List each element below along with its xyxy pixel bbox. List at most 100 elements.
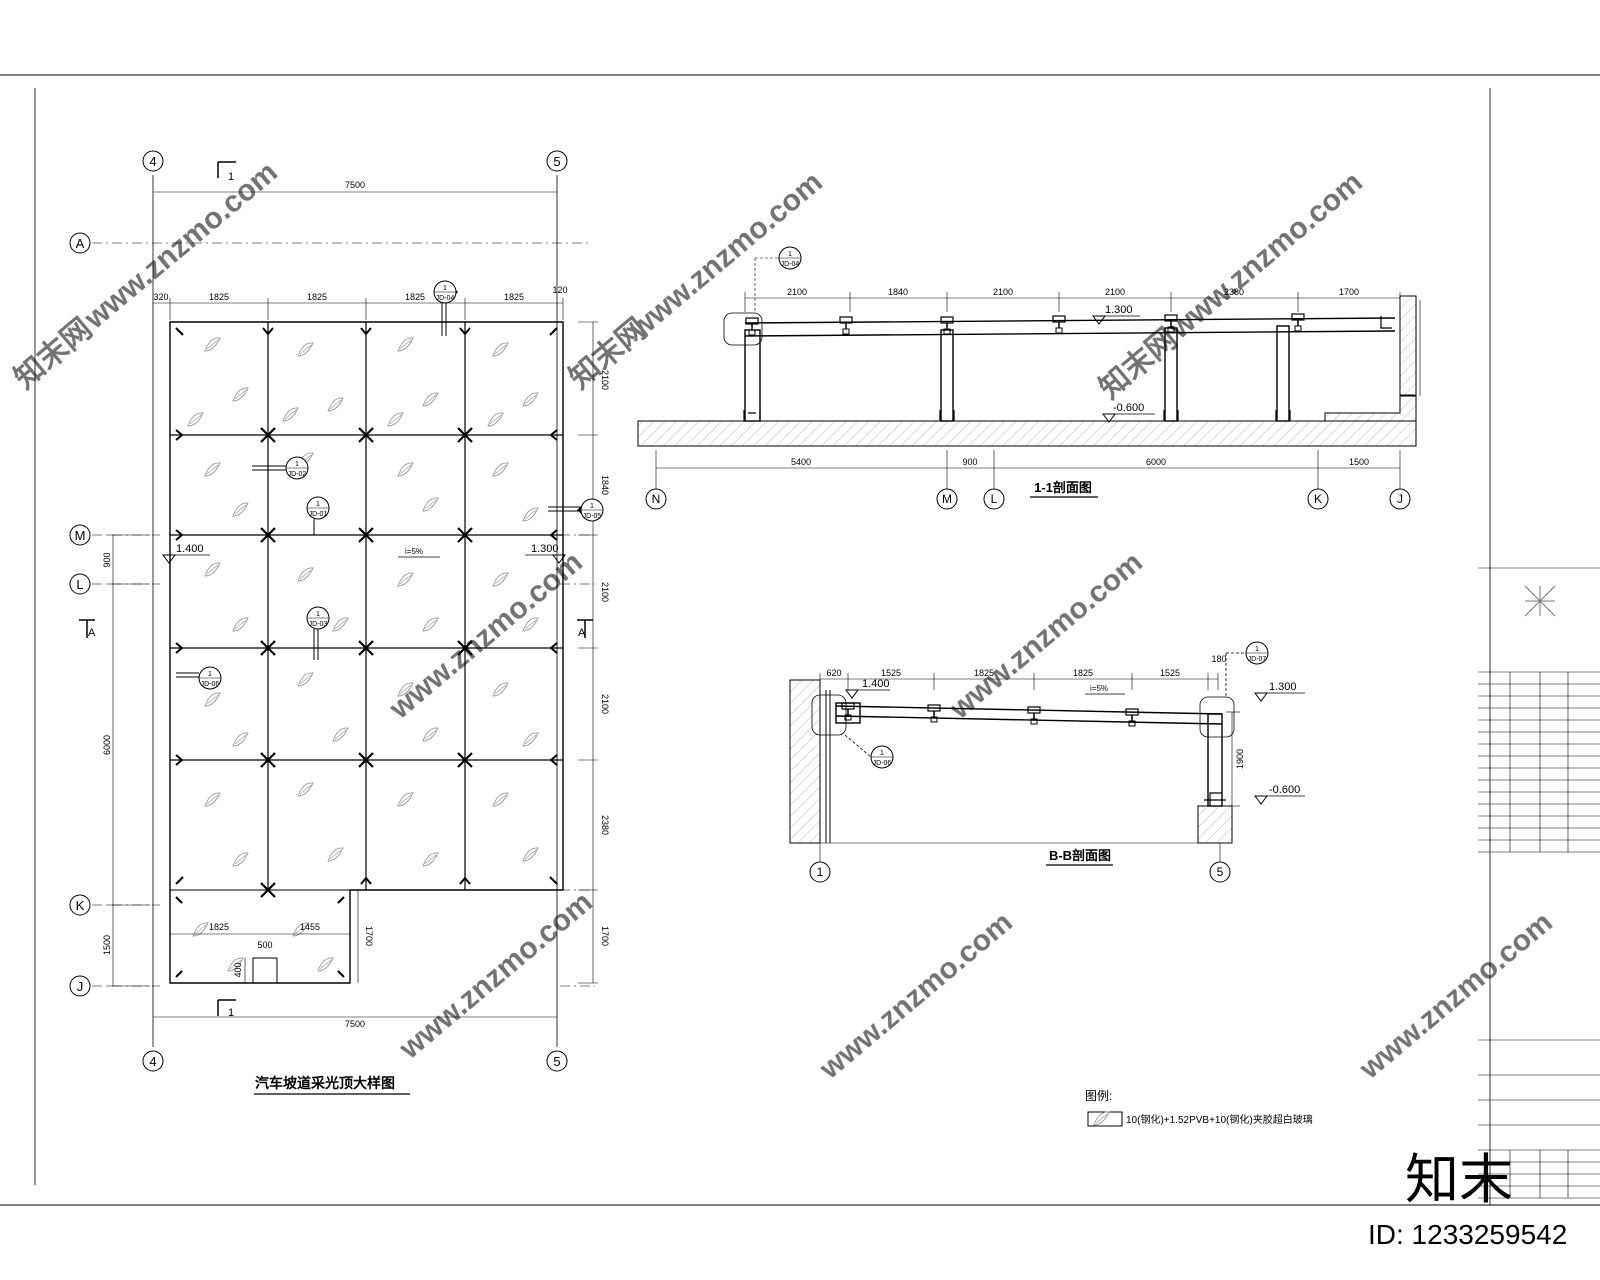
sbb-detail-tags: 1 JD-07 1 JD-06 bbox=[844, 641, 1269, 769]
dim-bottom-1825: 1825 bbox=[209, 922, 229, 932]
s11-axis-J: J bbox=[1397, 492, 1403, 506]
plan-view: 7500 320 1825 1825 1825 1825 120 2100 18… bbox=[69, 150, 610, 1095]
s11-axis-K: K bbox=[1314, 492, 1322, 506]
axis-A: A bbox=[76, 236, 85, 251]
sbb-axis-bubbles: 1 5 bbox=[809, 861, 1231, 883]
s11-dim-top-1840: 1840 bbox=[888, 287, 908, 297]
sbb-axis-5: 5 bbox=[1217, 865, 1224, 879]
sbb-tag-06-num: 1 bbox=[880, 750, 884, 757]
plan-levels: 1.400 1.300 i=5% bbox=[162, 543, 566, 564]
plan-dim-labels: 7500 320 1825 1825 1825 1825 120 2100 18… bbox=[102, 180, 610, 1029]
tag-04-ref: JD-04 bbox=[436, 295, 455, 302]
dim-left-1500: 1500 bbox=[102, 935, 112, 955]
watermarks: www.znzmo.com www.znzmo.com www.znzmo.co… bbox=[8, 155, 1559, 1086]
dim-top-total: 7500 bbox=[345, 180, 365, 190]
s11-dim-bottom-5400: 5400 bbox=[791, 457, 811, 467]
axis-M: M bbox=[75, 528, 86, 543]
plan-title: 汽车坡道采光顶大样图 bbox=[255, 1075, 395, 1091]
plan-level-left: 1.400 bbox=[176, 543, 204, 555]
watermark-1: www.znzmo.com bbox=[78, 155, 284, 336]
sbb-dim-1525-b: 1525 bbox=[1160, 668, 1180, 678]
watermark-5: www.znzmo.com bbox=[943, 545, 1149, 726]
dim-right-2380: 2380 bbox=[600, 815, 610, 835]
sbb-dim-180: 180 bbox=[1211, 654, 1226, 664]
dim-bottom-400: 400 bbox=[233, 962, 243, 977]
axis-J: J bbox=[77, 979, 84, 994]
dim-bottom-1455: 1455 bbox=[300, 922, 320, 932]
sbb-dim-1825-a: 1825 bbox=[974, 668, 994, 678]
plan-axis-bubbles: 4 5 4 5 A M L K J bbox=[69, 150, 568, 1072]
section-1-1: 2100 1840 2100 2100 2380 1700 5400 900 6… bbox=[637, 246, 1421, 510]
sbb-dim-1525-a: 1525 bbox=[881, 668, 901, 678]
dim-bottom-total: 7500 bbox=[345, 1019, 365, 1029]
dim-left-900: 900 bbox=[102, 552, 112, 567]
dim-top-1825-c: 1825 bbox=[405, 292, 425, 302]
s11-tag-num: 1 bbox=[788, 251, 792, 258]
s11-level-bottom: -0.600 bbox=[1113, 402, 1144, 414]
s11-dim-bottom-6000: 6000 bbox=[1146, 457, 1166, 467]
sbb-dim-1825-b: 1825 bbox=[1073, 668, 1093, 678]
watermark-8: www.znzmo.com bbox=[1353, 905, 1559, 1086]
sbb-dim-1900: 1900 bbox=[1235, 749, 1245, 769]
watermark-cn-3: 知末网 bbox=[1093, 322, 1183, 405]
tag-03-ref: JD-03 bbox=[309, 621, 328, 628]
dim-top-320: 320 bbox=[153, 292, 168, 302]
dim-top-1825-d: 1825 bbox=[504, 292, 524, 302]
s11-dim-top-2100-a: 2100 bbox=[787, 287, 807, 297]
sheet-frame bbox=[0, 74, 1600, 1206]
section-mark-left-label: A bbox=[88, 627, 96, 639]
legend-item: 10(钢化)+1.52PVB+10(钢化)夹胶超白玻璃 bbox=[1126, 1113, 1313, 1126]
s11-axis-M: M bbox=[942, 492, 952, 506]
legend-title: 图例: bbox=[1085, 1089, 1112, 1103]
tag-04-num: 1 bbox=[443, 285, 447, 292]
tag-05-ref: JD-05 bbox=[583, 513, 602, 520]
axis-K: K bbox=[76, 898, 85, 913]
axis-5-top: 5 bbox=[553, 154, 560, 169]
watermark-4: www.znzmo.com bbox=[383, 545, 589, 726]
tag-06-ref: JD-06 bbox=[201, 681, 220, 688]
plan-detail-tags: 1 JD-04 1 JD-02 1 JD-01 1 JD-03 1 JD- bbox=[176, 280, 604, 690]
s11-dim-bottom-1500: 1500 bbox=[1349, 457, 1369, 467]
title-block bbox=[1478, 567, 1600, 1199]
dim-top-1825-a: 1825 bbox=[209, 292, 229, 302]
legend: 图例: 10(钢化)+1.52PVB+10(钢化)夹胶超白玻璃 bbox=[1085, 1089, 1313, 1127]
tag-06-num: 1 bbox=[208, 671, 212, 678]
dim-right-2100-c: 2100 bbox=[600, 694, 610, 714]
dim-bottom-1700: 1700 bbox=[364, 926, 374, 946]
sbb-slope-note: i=5% bbox=[1090, 684, 1108, 693]
brand-logo: 知末 bbox=[1405, 1150, 1513, 1210]
axis-4-bottom: 4 bbox=[149, 1054, 156, 1069]
s11-dim-top-2100-b: 2100 bbox=[993, 287, 1013, 297]
section-marks bbox=[79, 161, 593, 1016]
sbb-level-left: 1.400 bbox=[862, 678, 890, 690]
sbb-title: B-B剖面图 bbox=[1049, 848, 1111, 863]
sbb-tag-06-ref: JD-06 bbox=[873, 760, 892, 767]
axis-L: L bbox=[76, 577, 83, 592]
sbb-dim-620: 620 bbox=[826, 668, 841, 678]
dim-right-1840: 1840 bbox=[600, 475, 610, 495]
s11-dim-top-2100-c: 2100 bbox=[1105, 287, 1125, 297]
s11-dim-top-2380: 2380 bbox=[1224, 287, 1244, 297]
tag-05-num: 1 bbox=[590, 503, 594, 510]
s11-levels: 1.300 -0.600 bbox=[1092, 304, 1155, 423]
s11-detail-tag: 1 JD-04 bbox=[778, 246, 802, 270]
section-mark-right-label: A bbox=[578, 627, 586, 639]
tag-01-ref: JD-01 bbox=[309, 511, 328, 518]
image-id: ID: 1233259542 bbox=[1368, 1219, 1567, 1250]
s11-axis-bubbles: N M L K J bbox=[645, 488, 1411, 510]
dim-top-1825-b: 1825 bbox=[307, 292, 327, 302]
watermark-6: www.znzmo.com bbox=[393, 885, 599, 1066]
tag-02-num: 1 bbox=[295, 461, 299, 468]
tag-02-ref: JD-02 bbox=[288, 471, 307, 478]
dim-left-6000: 6000 bbox=[102, 735, 112, 755]
dim-top-120: 120 bbox=[552, 285, 567, 295]
dim-right-2100-a: 2100 bbox=[600, 370, 610, 390]
sbb-tag-07-ref: JD-07 bbox=[1248, 656, 1267, 663]
section-b-b: 620 1525 1825 1825 1525 180 1900 1.400 1… bbox=[789, 641, 1305, 883]
plan-level-right: 1.300 bbox=[531, 543, 559, 555]
s11-dim-bottom-900: 900 bbox=[962, 457, 977, 467]
section-mark-bottom-label: 1 bbox=[228, 1007, 234, 1019]
dim-right-1700: 1700 bbox=[600, 926, 610, 946]
tag-01-num: 1 bbox=[316, 501, 320, 508]
